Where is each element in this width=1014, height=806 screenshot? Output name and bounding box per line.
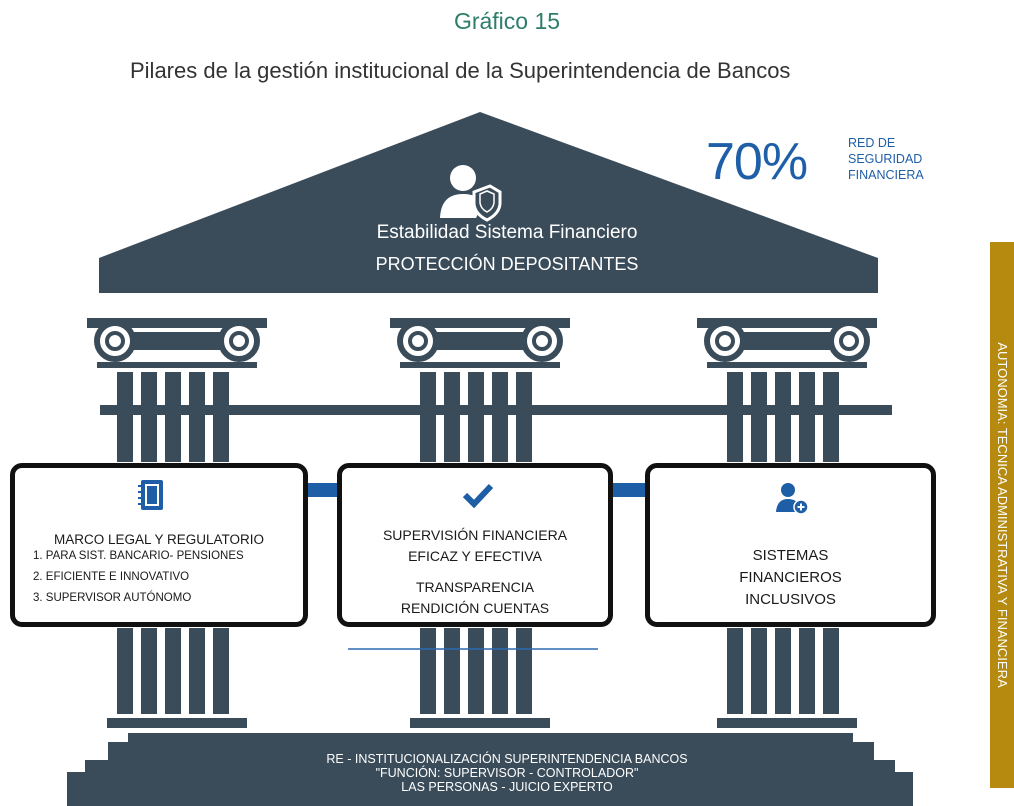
foundation-text: RE - INSTITUCIONALIZACIÓN SUPERINTENDENC…: [0, 752, 1014, 794]
roof-subtitle: PROTECCIÓN DEPOSITANTES: [375, 254, 639, 274]
foundation-line: LAS PERSONAS - JUICIO EXPERTO: [401, 780, 613, 794]
pillar-box-inclusion: SISTEMAS FINANCIEROS INCLUSIVOS: [645, 463, 936, 627]
foundation-line: RE - INSTITUCIONALIZACIÓN SUPERINTENDENC…: [326, 752, 688, 766]
box-title-line: EFICAZ Y EFECTIVA: [408, 548, 542, 564]
autonomy-band: [990, 242, 1014, 788]
base-step-1: [108, 742, 874, 764]
double-arrow-icon: [586, 472, 686, 508]
chart-heading: Gráfico 15: [453, 8, 561, 34]
list-item: 3. SUPERVISOR AUTÓNOMO: [33, 592, 192, 604]
pillar-box-supervision: SUPERVISIÓN FINANCIERA EFICAZ Y EFECTIVA…: [337, 463, 613, 627]
box-subtitle-line: TRANSPARENCIA: [416, 579, 534, 595]
base-step-2: [85, 760, 895, 780]
box-title-line: INCLUSIVOS: [745, 591, 836, 608]
autonomy-label: AUTONOMIA: TECNICA ADMINISTRATIVA Y FINA…: [995, 342, 1010, 688]
box-title-line: SISTEMAS: [752, 547, 829, 564]
user-add-icon: [776, 483, 809, 515]
stat-caption: RED DE SEGURIDAD FINANCIERA: [848, 135, 968, 183]
roof-band: [99, 258, 878, 293]
list-item: 2. EFICIENTE E INNOVATIVO: [33, 571, 190, 583]
list-item: 1. PARA SIST. BANCARIO- PENSIONES: [33, 550, 244, 562]
diagram-title: Pilares de la gestión institucional de l…: [130, 58, 791, 83]
pillar-box-legal: MARCO LEGAL Y REGULATORIO 1. PARA SIST. …: [10, 463, 308, 627]
stat-value: 70%: [706, 133, 808, 191]
stat-caption-line: FINANCIERA: [848, 168, 924, 182]
box-title: MARCO LEGAL Y REGULATORIO: [53, 532, 265, 547]
check-icon: [462, 483, 494, 508]
base-step-0: [128, 733, 853, 747]
roof-title: Estabilidad Sistema Financiero: [376, 222, 638, 243]
book-icon: [138, 480, 163, 510]
box-title-line: FINANCIEROS: [739, 569, 842, 586]
foundation-line: "FUNCIÓN: SUPERVISOR - CONTROLADOR": [375, 766, 639, 780]
stat-caption-line: SEGURIDAD: [848, 152, 923, 166]
stat-caption-line: RED DE: [848, 136, 896, 150]
box-title-line: SUPERVISIÓN FINANCIERA: [382, 527, 568, 543]
box-subtitle-line: RENDICIÓN CUENTAS: [400, 600, 550, 616]
double-arrow-icon: [274, 472, 375, 508]
user-shield-icon: [440, 165, 502, 222]
